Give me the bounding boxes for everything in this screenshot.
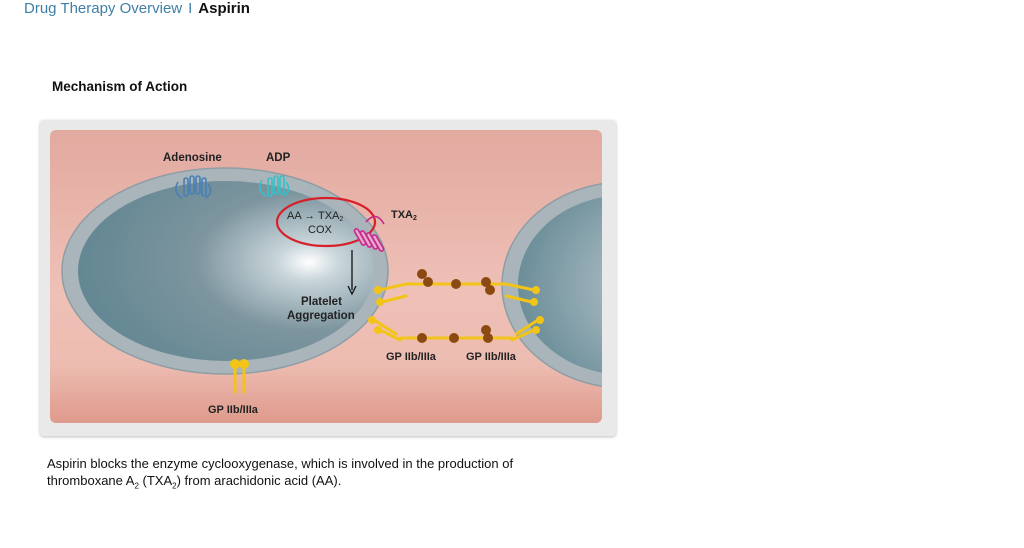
mechanism-diagram: Adenosine ADP AA → TXA2 COX TXA2 Plat [50,130,602,423]
adenosine-label: Adenosine [163,152,222,164]
header-drug-name: Aspirin [198,0,250,17]
aggregation-label: Aggregation [287,310,355,322]
gp-iib-iiia-receptor-icon [230,359,249,394]
header-title: Drug Therapy Overview [24,0,183,17]
adenosine-receptor-icon [174,175,212,199]
cox-inhibition-ring [275,196,377,248]
pathway-aa-txa-label: AA → TXA2 [287,210,343,223]
adp-receptor-icon [258,175,290,197]
mechanism-figure: Adenosine ADP AA → TXA2 COX TXA2 Plat [40,120,616,436]
aggregation-arrow [347,250,357,296]
platelet-cytoplasm-left [78,181,374,361]
section-title: Mechanism of Action [52,79,188,94]
gp-label-1: GP IIb/IIIa [386,351,437,363]
header-separator: I [188,0,193,17]
cox-label: COX [308,224,333,236]
caption: Aspirin blocks the enzyme cyclooxygenase… [47,455,607,495]
gp-label-3: GP IIb/IIIa [208,404,259,416]
txa2-receptor-icon [353,215,385,252]
txa2-label: TXA2 [391,209,417,222]
gp-iib-iiia-bridge-icon [368,269,544,343]
gp-label-2: GP IIb/IIIa [466,351,517,363]
adp-label: ADP [266,152,291,164]
page-header: Drug Therapy Overview I Aspirin [24,0,250,17]
caption-line-2: thromboxane A2 (TXA2) from arachidonic a… [47,473,342,491]
platelet-label: Platelet [301,296,342,308]
caption-line-1: Aspirin blocks the enzyme cyclooxygenase… [47,456,514,471]
